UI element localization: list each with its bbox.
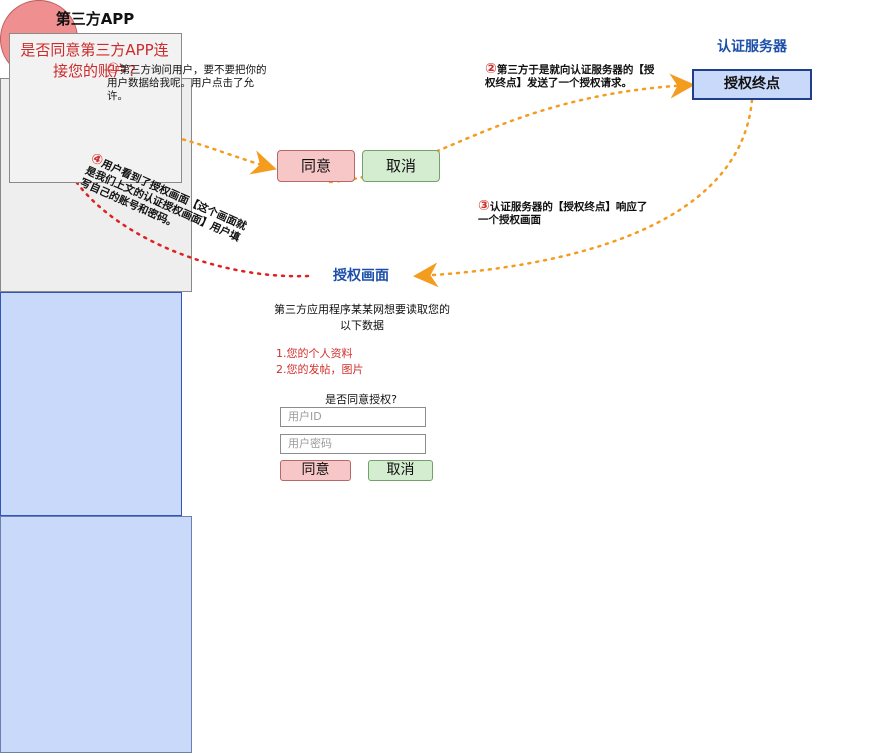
step-text: 第三方于是就向认证服务器的【授权终点】发送了一个授权请求。 [485,64,655,89]
arrow-endpoint-to-grant [413,98,754,288]
step-number: ② [485,61,497,77]
grant-question: 是否同意授权? [325,393,397,406]
step-text: 认证服务器的【授权终点】响应了一个授权画面 [478,201,648,226]
grant-cancel-button[interactable]: 取消 [368,460,433,481]
step-text: 第三方询问用户，要不要把你的用户数据给我呢。用户点击了允许。 [107,64,267,102]
scope-item: 2.您的发帖，图片 [276,363,364,376]
step-number: ① [107,61,120,77]
password-input[interactable]: 用户密码 [280,434,426,454]
app-cancel-button[interactable]: 取消 [362,150,440,182]
scope-item: 1.您的个人资料 [276,347,353,360]
auth-server-title: 认证服务器 [717,39,787,55]
app-dialog [9,33,182,183]
grant-screen-title: 授权画面 [333,268,389,284]
step-1-annotation: ①第三方询问用户，要不要把你的用户数据给我呢。用户点击了允许。 [107,61,267,103]
user-id-input[interactable]: 用户ID [280,407,426,427]
step-3-annotation: ③认证服务器的【授权终点】响应了一个授权画面 [478,198,648,227]
step-number: ③ [478,198,490,214]
app-title: 第三方APP [55,10,135,28]
app-consent-question: 是否同意第三方APP连接您的账户? [20,41,169,80]
grant-description: 第三方应用程序某某网想要读取您的以下数据 [274,303,450,332]
auth-server-box [0,292,182,516]
authorization-endpoint: 授权终点 [692,69,812,100]
grant-agree-button[interactable]: 同意 [280,460,351,481]
app-agree-button[interactable]: 同意 [277,150,355,182]
grant-scope-list: 1.您的个人资料 2.您的发帖，图片 [276,346,446,378]
step-2-annotation: ②第三方于是就向认证服务器的【授权终点】发送了一个授权请求。 [485,61,660,90]
grant-screen-panel [0,516,192,753]
